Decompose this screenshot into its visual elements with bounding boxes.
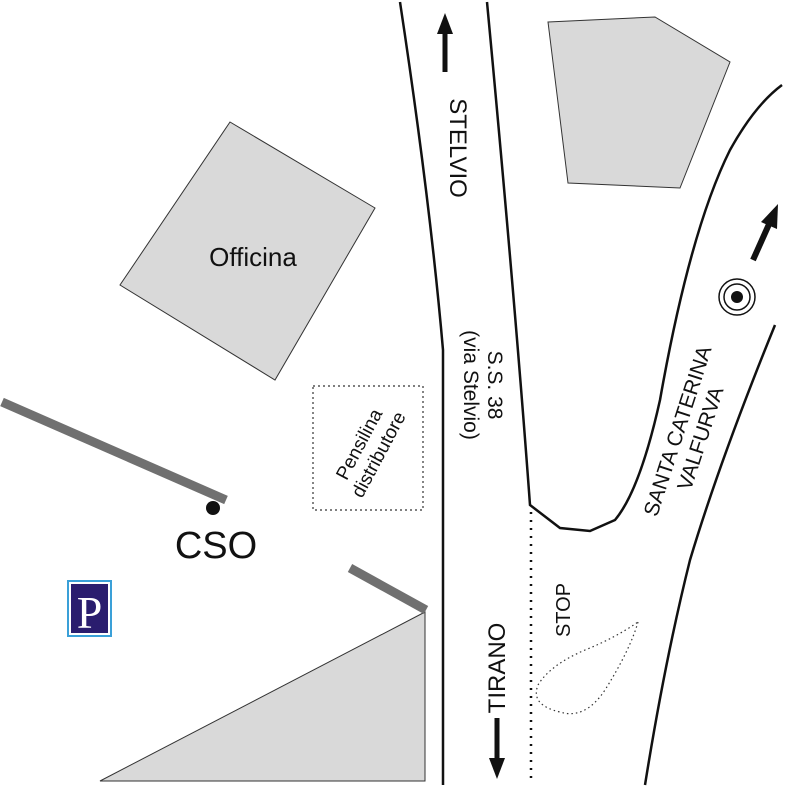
building-top-right: [547, 16, 731, 189]
stelvio-label: STELVIO: [444, 98, 471, 198]
pensilina-label: Pensilina distributore: [332, 405, 410, 501]
target-marker-icon: [718, 278, 756, 316]
svg-text:P: P: [77, 587, 103, 638]
officina-label: Officina: [209, 242, 297, 272]
road-edge-right: [643, 324, 777, 786]
traffic-island: [535, 620, 640, 715]
cso-label: CSO: [175, 525, 257, 567]
parking-icon: P: [67, 580, 112, 638]
santa-caterina-label: SANTA CATERINA VALFURVA: [640, 343, 729, 519]
cso-point-icon: [206, 501, 220, 515]
arrow-up-right-icon: [750, 204, 778, 262]
ss38-label: S.S. 38 (via Stelvio): [459, 330, 506, 440]
wall-bottom: [347, 564, 429, 614]
arrow-down-icon: [489, 718, 505, 779]
arrow-up-icon: [437, 13, 453, 72]
svg-text:S.S. 38: S.S. 38: [483, 351, 506, 420]
tirano-label: TIRANO: [484, 623, 511, 714]
svg-text:(via Stelvio): (via Stelvio): [459, 330, 482, 440]
officina-building: [119, 121, 376, 381]
road-edge-left: [398, 1, 445, 785]
stop-label: STOP: [553, 583, 575, 637]
wall-left: [0, 397, 228, 505]
building-bottom-triangle: [99, 611, 426, 782]
road-edge-middle: [485, 1, 783, 533]
pensilina-area: [312, 385, 424, 511]
